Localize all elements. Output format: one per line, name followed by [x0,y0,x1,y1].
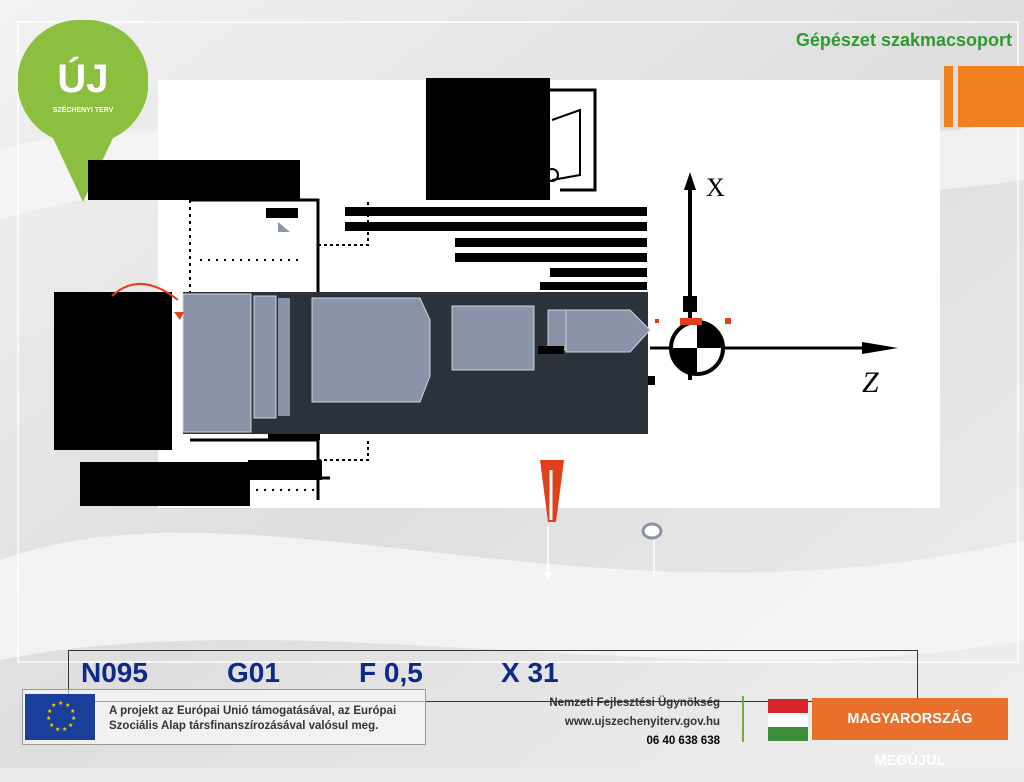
eu-notice: ★★★ ★★★ ★★★ ★★ A projekt az Európai Unió… [22,689,426,745]
eu-flag-icon: ★★★ ★★★ ★★★ ★★ [25,694,95,740]
accent-bar-thick [958,66,1024,127]
svg-text:★: ★ [70,708,75,715]
logo-subtext: SZÉCHENYI TERV [53,105,114,114]
svg-text:★: ★ [65,702,70,709]
svg-text:★: ★ [55,726,60,733]
lathe-diagram-panel [158,80,940,508]
uj-szechenyi-logo: ÚJ SZÉCHENYI TERV [18,20,148,202]
svg-text:★: ★ [46,715,51,722]
nc-x-coordinate: X 31 [501,657,559,688]
agency-name: Nemzeti Fejlesztési Ügynökség [549,697,720,709]
eu-text-line2: Szociális Alap társfinanszírozásával val… [109,720,379,732]
nc-feed-rate: F 0,5 [359,657,423,688]
footer: ★★★ ★★★ ★★★ ★★ A projekt az Európai Unió… [0,682,1024,769]
svg-text:★: ★ [51,702,56,709]
nc-g-code: G01 [227,657,280,688]
slogan-badge: MAGYARORSZÁG MEGÚJUL [812,698,1008,769]
svg-text:★: ★ [68,722,73,729]
svg-text:★: ★ [71,715,76,722]
page-title: Gépészet szakmacsoport [795,30,1012,50]
agency-website[interactable]: www.ujszechenyiterv.gov.hu [564,716,720,728]
eu-text-line1: A projekt az Európai Unió támogatásával,… [109,705,397,717]
hungarian-flag-icon [768,699,808,741]
logo-text: ÚJ [57,55,108,101]
svg-text:★: ★ [49,722,54,729]
svg-text:★: ★ [58,700,63,707]
agency-info: Nemzeti Fejlesztési Ügynökség www.ujszec… [549,694,720,751]
footer-divider [742,696,744,742]
svg-text:★: ★ [62,726,67,733]
agency-phone: 06 40 638 638 [646,735,720,747]
accent-bar-thin [944,66,953,127]
svg-text:★: ★ [47,708,52,715]
nc-block-box: N095 G01 F 0,5 X 31 [68,650,918,702]
nc-block-number: N095 [81,657,148,688]
